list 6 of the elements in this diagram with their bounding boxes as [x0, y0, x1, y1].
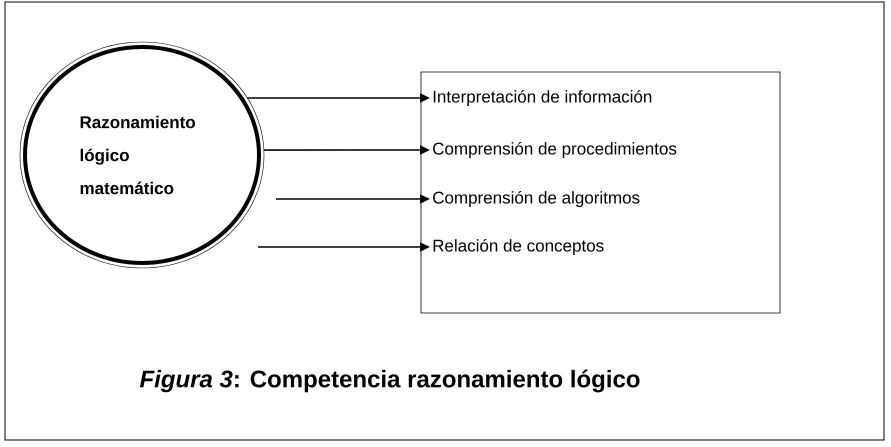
- list-item: Comprensión de procedimientos: [433, 142, 676, 158]
- list-box: [420, 72, 780, 314]
- list-item: Comprensión de algoritmos: [433, 190, 640, 208]
- list-item: Interpretación de información: [434, 90, 652, 106]
- list-item: Relación de conceptos: [434, 238, 604, 256]
- figure-caption: Figura 3: Competencia razonamiento lógico: [140, 370, 640, 392]
